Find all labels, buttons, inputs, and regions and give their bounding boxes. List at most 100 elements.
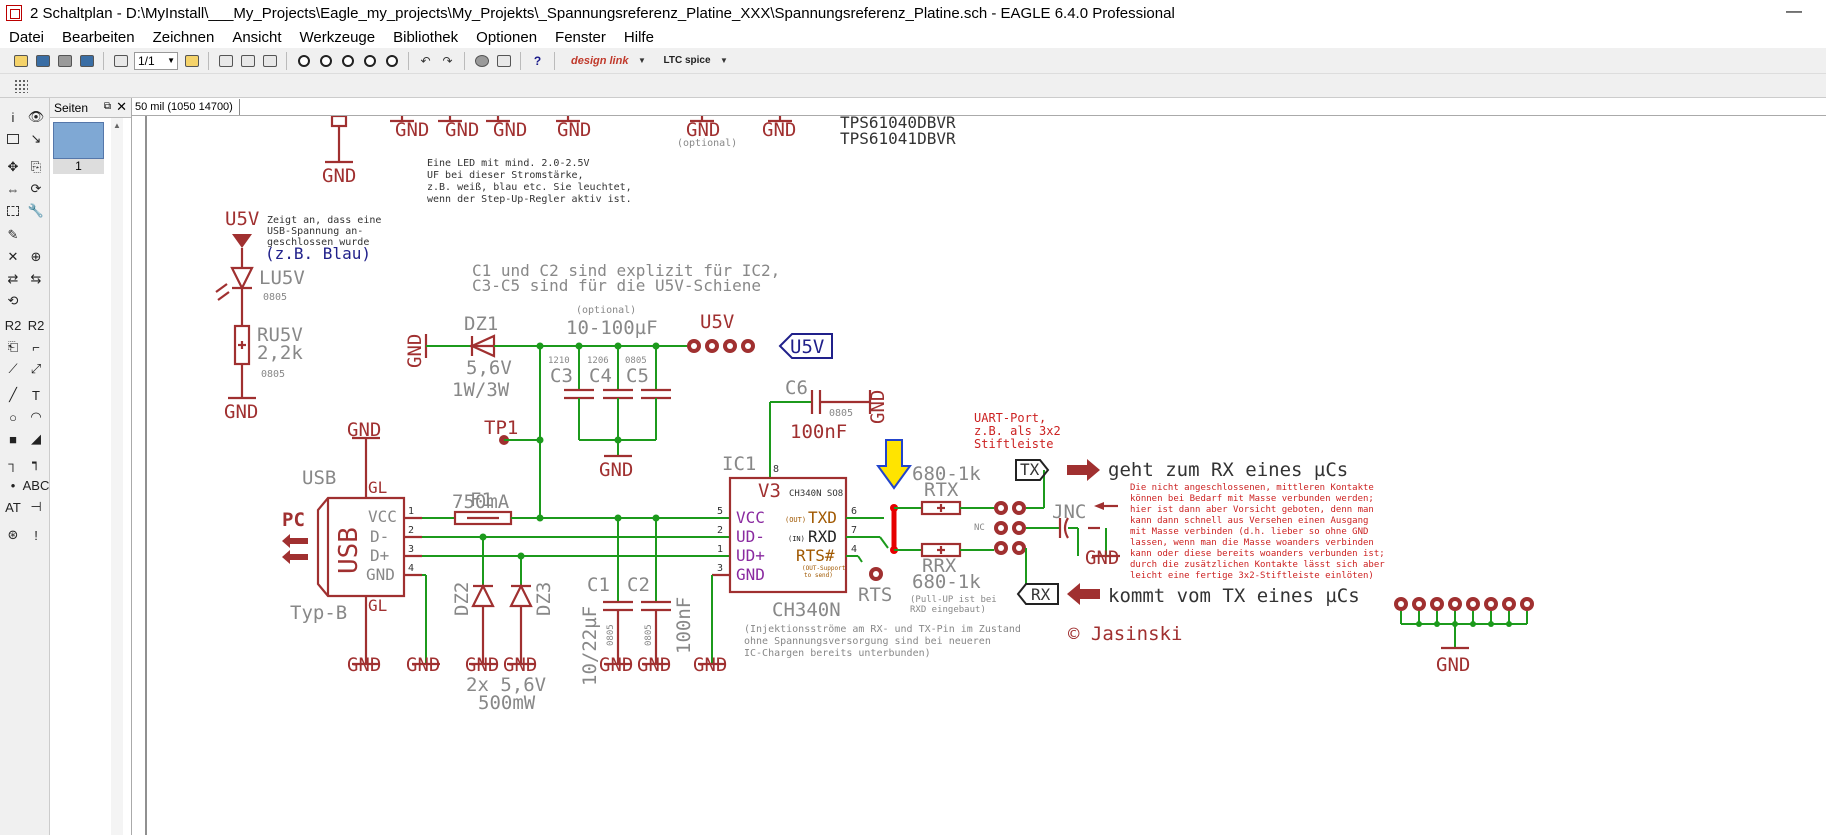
board-switch-icon[interactable] xyxy=(217,52,234,69)
menu-ansicht[interactable]: Ansicht xyxy=(232,28,282,46)
move-icon[interactable]: ✥ xyxy=(7,159,19,174)
dz-info-voltage: 2x 5,6V xyxy=(466,674,546,696)
rts-label: RTS xyxy=(858,584,892,606)
sheet-icon[interactable] xyxy=(112,52,129,69)
sheet-thumbnail[interactable] xyxy=(53,122,104,159)
split-icon[interactable]: ⟋ xyxy=(8,361,18,376)
show-eye-icon[interactable]: 👁 xyxy=(27,109,45,124)
redo-icon[interactable]: ↷ xyxy=(442,53,453,68)
menu-bibliothek[interactable]: Bibliothek xyxy=(393,28,459,46)
value-icon[interactable]: R2 xyxy=(27,317,45,333)
errors-icon[interactable]: ! xyxy=(34,527,38,543)
group-icon[interactable] xyxy=(4,202,22,220)
menu-datei[interactable]: Datei xyxy=(9,28,45,46)
supply-arrow-icon xyxy=(232,234,252,248)
usb-pin-vcc: VCC xyxy=(368,507,397,526)
zoom-fit-icon[interactable] xyxy=(295,52,312,69)
note-inj-3: IC-Chargen bereits unterbunden) xyxy=(744,648,931,659)
go-icon[interactable] xyxy=(495,52,512,69)
schematic-canvas[interactable]: .p { stroke: #a03030; fill: none; stroke… xyxy=(132,116,1826,835)
net-icon[interactable]: ┑ xyxy=(32,455,40,470)
zoom-in-icon[interactable] xyxy=(317,52,334,69)
miter-icon[interactable]: ⌐ xyxy=(32,339,40,355)
scroll-up-icon[interactable]: ▲ xyxy=(113,121,121,130)
ic-pin-udminus: UD- xyxy=(736,527,765,546)
arc-icon[interactable]: ◠ xyxy=(30,409,42,424)
save-icon[interactable] xyxy=(34,52,51,69)
delete-icon[interactable]: ✕ xyxy=(7,249,19,264)
change-icon[interactable]: 🔧 xyxy=(27,203,45,218)
grid-icon[interactable] xyxy=(14,78,28,93)
help-icon[interactable]: ? xyxy=(533,53,542,68)
script-icon[interactable] xyxy=(239,52,256,69)
paste-icon[interactable]: ✎ xyxy=(7,227,19,242)
ltspice-button[interactable]: LTC spice xyxy=(663,55,711,66)
name-icon[interactable]: R2 xyxy=(4,317,22,333)
book-icon[interactable] xyxy=(183,52,200,69)
note-led-3: z.B. weiß, blau etc. Sie leuchtet, xyxy=(427,182,632,193)
menu-bearbeiten[interactable]: Bearbeiten xyxy=(62,28,135,46)
optimize-icon[interactable]: ⤢ xyxy=(30,361,42,376)
chevron-down-icon[interactable]: ▼ xyxy=(720,56,728,65)
minimize-button[interactable]: — xyxy=(1786,3,1802,20)
junction-icon[interactable]: • xyxy=(10,477,16,493)
rotate-icon[interactable]: ⟳ xyxy=(30,181,42,196)
run-ulp-icon[interactable] xyxy=(261,52,278,69)
info-icon[interactable]: i xyxy=(11,109,15,125)
separator xyxy=(408,51,409,70)
title-bar: 2 Schaltplan - D:\MyInstall\___My_Projec… xyxy=(0,0,1826,26)
cam-icon[interactable] xyxy=(78,52,95,69)
circle-icon[interactable]: ○ xyxy=(9,409,17,425)
command-line[interactable] xyxy=(240,99,1820,115)
jnc-label: JNC xyxy=(1052,501,1086,523)
display-layers-icon[interactable] xyxy=(4,130,22,148)
label-icon[interactable]: ABC xyxy=(22,477,50,493)
polygon-icon[interactable]: ◢ xyxy=(31,431,41,446)
pin-icon[interactable]: ⧉ xyxy=(103,101,111,112)
dimension-icon[interactable]: ⊣ xyxy=(30,499,42,514)
zoom-out-icon[interactable] xyxy=(339,52,356,69)
wire-icon[interactable]: ╱ xyxy=(9,387,17,402)
attribute-icon[interactable]: AT xyxy=(5,499,21,515)
uart-note-2: z.B. als 3x2 xyxy=(974,424,1061,438)
ch340n-label: CH340N xyxy=(772,599,841,621)
note-c-1: C1 und C2 sind explizit für IC2, xyxy=(472,261,780,280)
replace-icon[interactable]: ⇆ xyxy=(30,271,42,286)
smash-icon[interactable]: ⎗ xyxy=(7,339,19,354)
add-icon[interactable]: ⊕ xyxy=(30,249,42,264)
copy-icon[interactable]: ⎘ xyxy=(30,159,42,174)
ic-pin-vcc: VCC xyxy=(736,508,765,527)
coordinate-bar: 50 mil (1050 14700) xyxy=(132,98,1826,116)
zoom-select-icon[interactable] xyxy=(383,52,400,69)
bus-icon[interactable]: ┐ xyxy=(8,455,18,471)
menu-hilfe[interactable]: Hilfe xyxy=(623,28,654,46)
menu-zeichnen[interactable]: Zeichnen xyxy=(152,28,215,46)
separator xyxy=(286,51,287,70)
menu-optionen[interactable]: Optionen xyxy=(476,28,538,46)
f1-label: F1 xyxy=(470,489,493,511)
zoom-redraw-icon[interactable] xyxy=(361,52,378,69)
text-icon[interactable]: T xyxy=(32,387,40,403)
panel-scrollbar[interactable]: ▲ xyxy=(111,118,123,835)
menu-werkzeuge[interactable]: Werkzeuge xyxy=(299,28,376,46)
gnd-c6: GND xyxy=(867,390,889,424)
designlink-button[interactable]: design link xyxy=(571,54,629,67)
sheet-select[interactable]: 1/1 ▼ xyxy=(134,51,178,70)
pinswap-icon[interactable]: ⇄ xyxy=(7,271,19,286)
gateswap-icon[interactable]: ⟲ xyxy=(7,293,19,308)
print-icon[interactable] xyxy=(56,52,73,69)
open-icon[interactable] xyxy=(12,52,29,69)
chevron-down-icon[interactable]: ▼ xyxy=(638,56,646,65)
mark-icon[interactable]: ↘ xyxy=(30,131,42,146)
menu-fenster[interactable]: Fenster xyxy=(555,28,606,46)
rrx-label: RRX xyxy=(922,555,957,577)
rect-icon[interactable]: ■ xyxy=(9,431,17,447)
ic-pin-2-num: 2 xyxy=(717,525,723,536)
stop-icon[interactable] xyxy=(473,52,490,69)
sheet-thumbnail-label[interactable]: 1 xyxy=(53,159,104,174)
close-panel-button[interactable]: ✕ xyxy=(116,99,127,114)
mirror-icon[interactable]: ⇔ xyxy=(6,181,20,197)
usb-name-label: USB xyxy=(302,467,336,489)
erc-icon[interactable]: ⊛ xyxy=(7,527,19,542)
undo-icon[interactable]: ↶ xyxy=(420,53,431,68)
